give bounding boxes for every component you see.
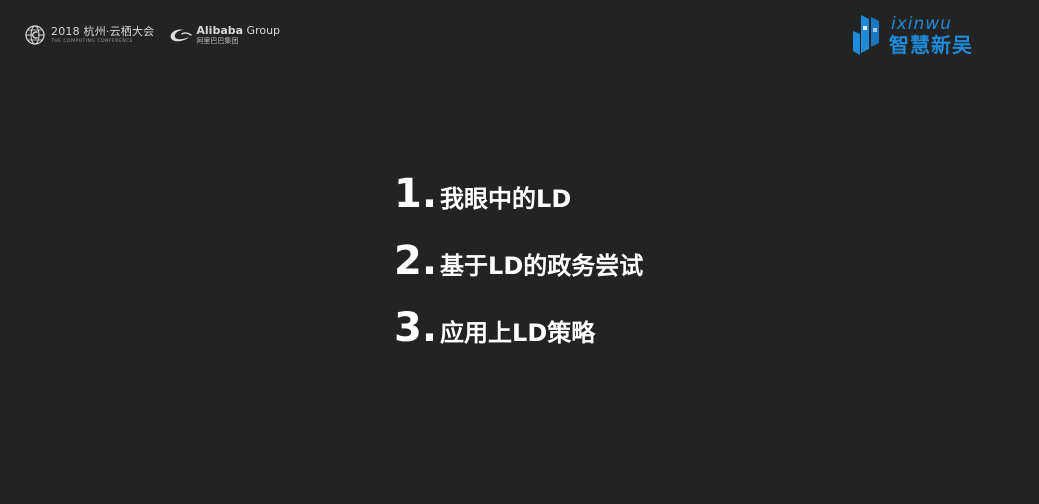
globe-icon bbox=[25, 25, 45, 45]
ixinwu-brand-logo: ixinwu 智慧新吴 bbox=[851, 10, 973, 60]
brand-name-en: ixinwu bbox=[891, 13, 952, 34]
agenda-label: 应用上LD策略 bbox=[440, 319, 596, 347]
alibaba-group-logo: Alibaba Group 阿里巴巴集团 bbox=[168, 25, 280, 45]
alibaba-swoosh-icon bbox=[171, 29, 193, 42]
ixinwu-emblem-icon bbox=[853, 15, 879, 55]
conference-title: 2018 杭州·云栖大会 bbox=[51, 24, 155, 38]
agenda-item: 1. 我眼中的LD bbox=[394, 166, 643, 214]
agenda-item: 2. 基于LD的政务尝试 bbox=[394, 233, 643, 281]
conference-subtitle: THE COMPUTING CONFERENCE bbox=[51, 38, 134, 44]
agenda-label: 基于LD的政务尝试 bbox=[440, 252, 644, 280]
alibaba-title: Alibaba Group bbox=[196, 24, 281, 37]
agenda-number: 3. bbox=[394, 305, 438, 351]
header-left-logos: 2018 杭州·云栖大会 THE COMPUTING CONFERENCE Al… bbox=[24, 21, 280, 49]
agenda-number: 2. bbox=[394, 238, 438, 284]
agenda-number: 1. bbox=[394, 171, 438, 217]
alibaba-subtitle: 阿里巴巴集团 bbox=[196, 37, 239, 45]
agenda-label: 我眼中的LD bbox=[440, 185, 572, 213]
computing-conference-logo: 2018 杭州·云栖大会 THE COMPUTING CONFERENCE bbox=[24, 24, 154, 46]
agenda-item: 3. 应用上LD策略 bbox=[394, 300, 643, 348]
brand-name-cn: 智慧新吴 bbox=[889, 32, 973, 57]
agenda-list: 1. 我眼中的LD 2. 基于LD的政务尝试 3. 应用上LD策略 bbox=[394, 166, 643, 367]
